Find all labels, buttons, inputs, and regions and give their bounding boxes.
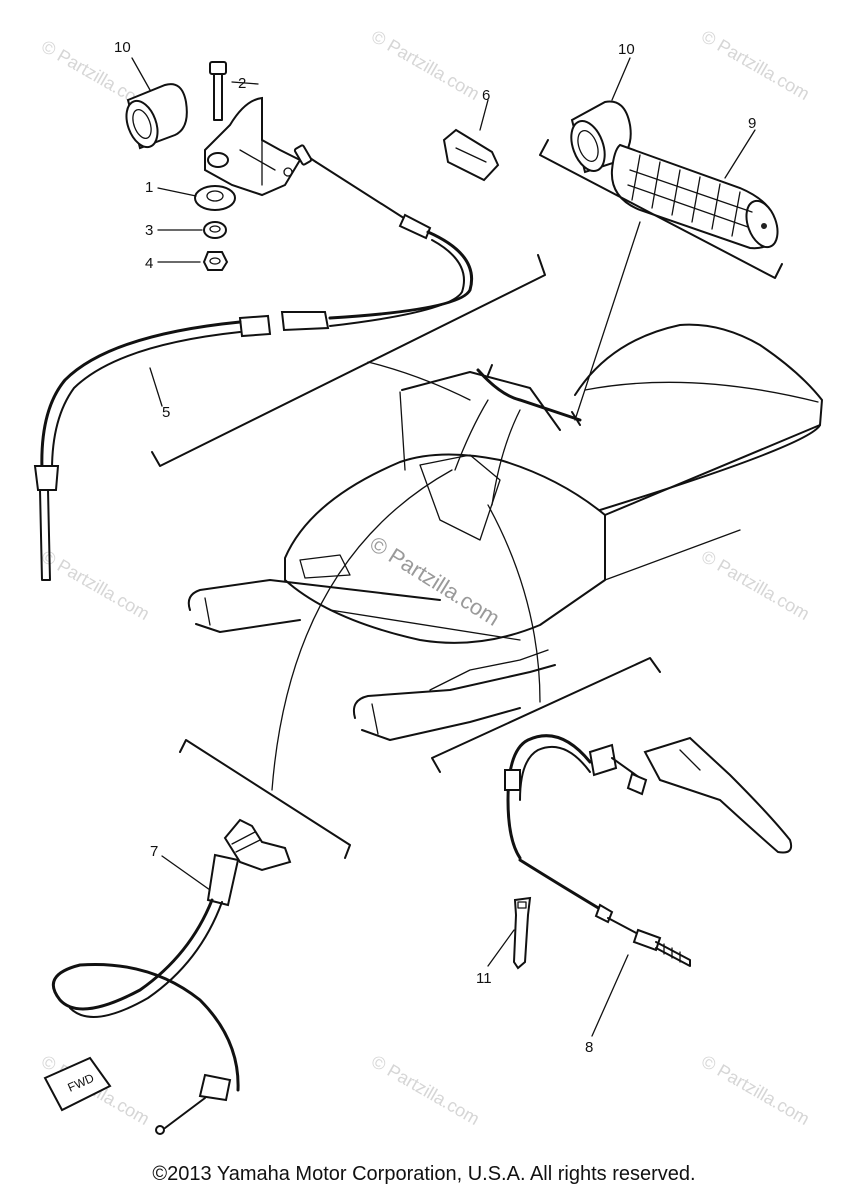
leader-lines-top-left [131,57,259,263]
arrow-5 [367,361,471,401]
group-bracket-8 [431,657,661,773]
washer-1 [194,185,236,211]
callout-10-left: 10 [114,39,131,56]
snowmobile [187,323,823,741]
diagram-canvas: © Partzilla.com © Partzilla.com © Partzi… [33,26,823,1135]
leader-9 [724,129,756,179]
watermark: © Partzilla.com [698,1051,813,1129]
callout-6: 6 [482,87,490,104]
callout-layer: 10 2 1 3 4 5 6 10 9 7 11 8 [114,39,756,1056]
callout-5: 5 [162,404,170,421]
callout-4: 4 [145,255,153,272]
callout-9: 9 [748,115,756,132]
leader-5 [149,367,163,407]
leader-10-right [611,57,631,101]
grip-end-10-left [125,83,188,150]
handlebar-grip-9 [610,143,779,250]
leader-8 [591,954,629,1037]
arrow-8 [487,504,541,703]
callout-8: 8 [585,1039,593,1056]
watermark: © Partzilla.com [368,1051,483,1129]
callout-1: 1 [145,179,153,196]
group-bracket-7 [179,739,351,859]
callout-11: 11 [476,970,492,987]
leader-7 [161,855,211,891]
group-bracket-5 [151,254,546,467]
speedometer-cable-7 [51,818,292,1135]
brake-lever [643,736,793,854]
throttle-cable-5 [33,144,474,581]
nut-3 [203,221,227,239]
bracket [204,96,302,197]
nut-4 [202,251,229,271]
clip-6 [442,128,500,182]
group-bracket-9 [539,139,783,279]
arrow-7 [271,469,453,791]
cable-tag-11 [512,896,532,970]
callout-7: 7 [150,843,158,860]
watermark: © Partzilla.com [698,26,813,104]
watermark-center: © Partzilla.com [365,531,504,631]
leader-6 [479,99,489,131]
bolt-2 [209,61,227,121]
callout-3: 3 [145,222,153,239]
watermark: © Partzilla.com [38,546,153,624]
arrow-9 [574,221,641,421]
watermark: © Partzilla.com [698,546,813,624]
callout-2: 2 [238,75,246,92]
fwd-tag: FWD [43,1056,112,1112]
leader-11 [487,929,515,967]
watermark: © Partzilla.com [368,26,483,104]
callout-10-right: 10 [618,41,635,58]
brake-cable-8 [504,734,691,967]
copyright-text: ©2013 Yamaha Motor Corporation, U.S.A. A… [152,1163,696,1185]
